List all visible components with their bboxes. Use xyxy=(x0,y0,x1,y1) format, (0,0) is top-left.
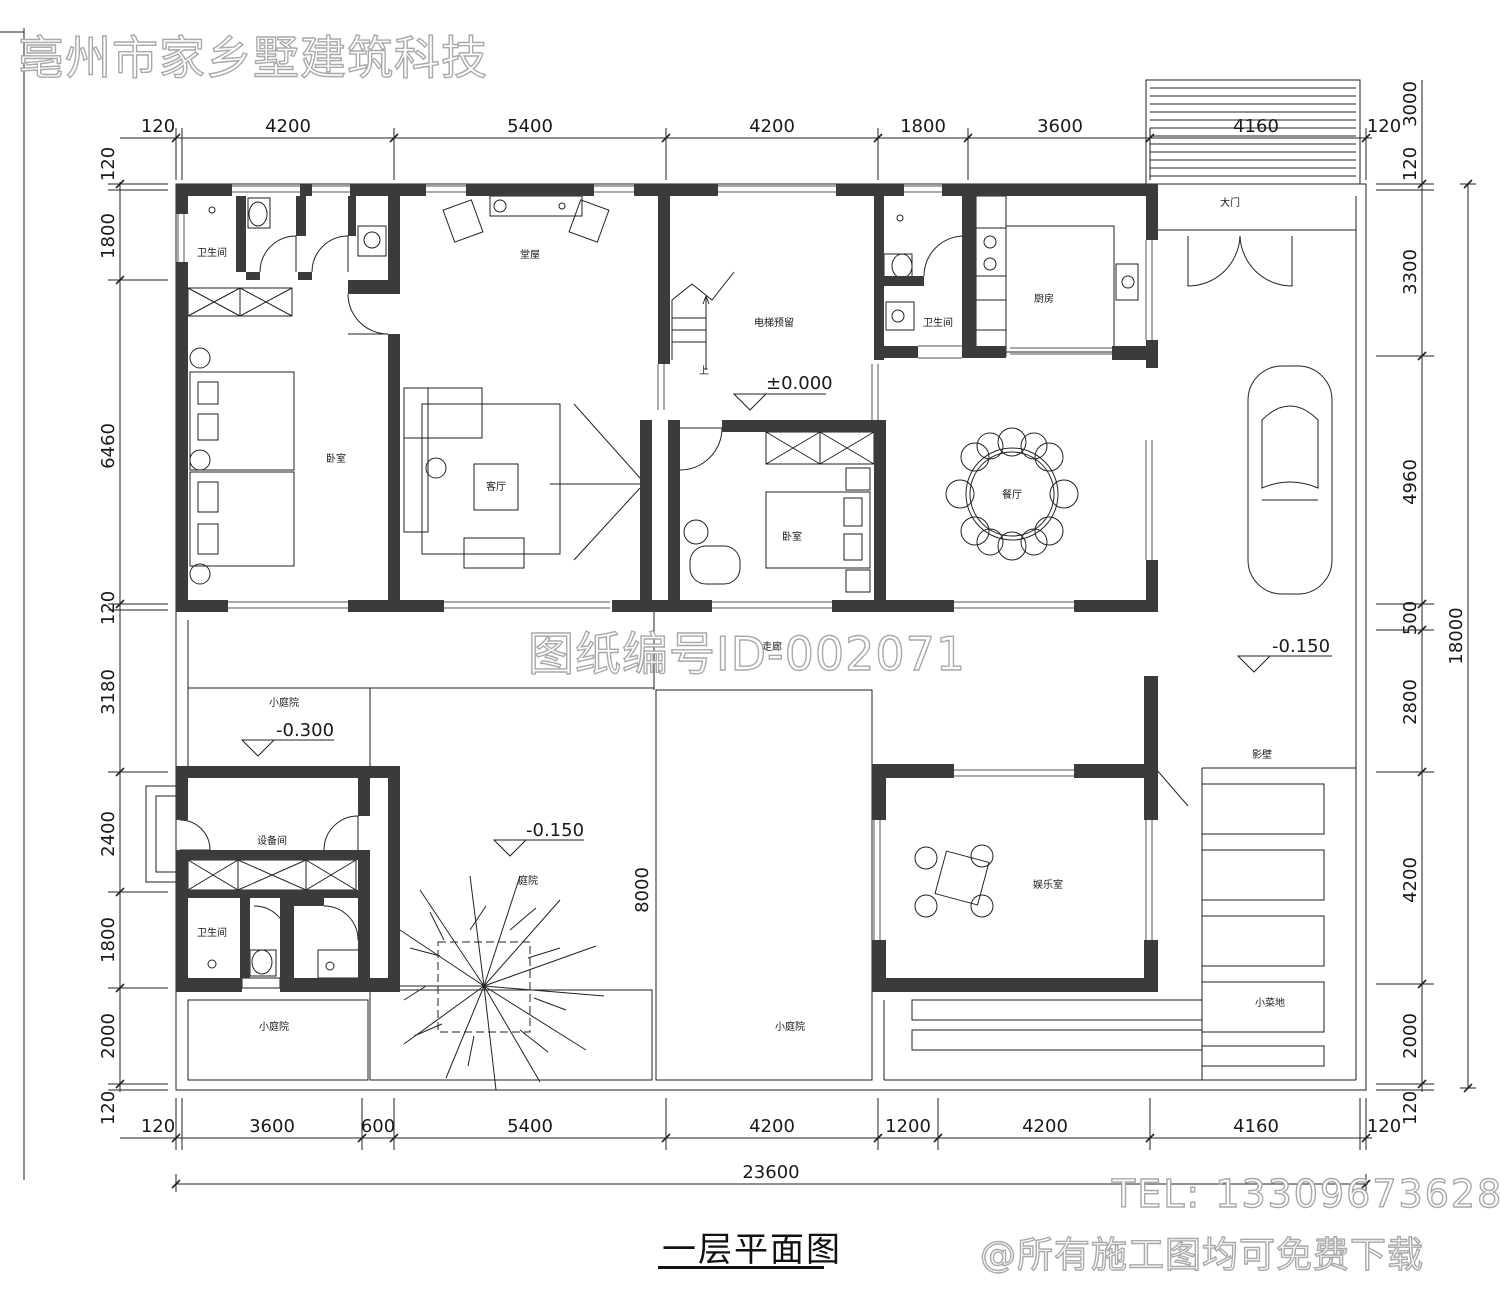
dimension-lines xyxy=(0,28,1476,1192)
level-courtyard: -0.150 xyxy=(526,820,584,841)
dim-top-0: 120 xyxy=(141,116,175,137)
left-dimensions: 120 1800 6460 120 3180 2400 1800 2000 12… xyxy=(98,147,119,1125)
dim-right-1: 120 xyxy=(1400,147,1421,181)
stair-up-label: 上 xyxy=(699,365,709,377)
site-outline xyxy=(145,183,1367,1091)
top-dimensions: 120 4200 5400 4200 1800 3600 4160 120 xyxy=(141,116,1401,137)
drawing-id-watermark: 图纸编号ID-002071 xyxy=(527,626,967,681)
room-bath-sw: 卫生间 xyxy=(197,926,227,939)
dim-bottom-4: 4200 xyxy=(749,1116,795,1137)
dim-top-5: 3600 xyxy=(1037,116,1083,137)
dim-top-1: 4200 xyxy=(265,116,311,137)
room-screen-wall: 影壁 xyxy=(1252,748,1272,761)
entrance-steps xyxy=(1145,79,1361,185)
dim-top-6: 4160 xyxy=(1233,116,1279,137)
room-gate: 大门 xyxy=(1220,196,1240,209)
room-bath-center: 卫生间 xyxy=(923,316,953,329)
dim-right-0: 3000 xyxy=(1400,81,1421,127)
room-hall: 堂屋 xyxy=(520,249,540,261)
dim-bottom-7: 4160 xyxy=(1233,1116,1279,1137)
room-small-yard-1: 小庭院 xyxy=(269,696,299,709)
dim-left-8: 120 xyxy=(98,1091,119,1125)
dim-left-3: 120 xyxy=(98,591,119,625)
dim-left-0: 120 xyxy=(98,147,119,181)
courtyard-tree xyxy=(398,875,605,1091)
dim-bottom-1: 3600 xyxy=(249,1116,295,1137)
dim-courtyard-depth: 8000 xyxy=(632,867,653,913)
title-underline xyxy=(658,1266,824,1269)
room-elevator: 电梯预留 xyxy=(754,316,794,329)
dim-right-6: 4200 xyxy=(1400,857,1421,903)
bottom-dimensions: 120 3600 600 5400 4200 1200 4200 4160 12… xyxy=(141,1116,1401,1183)
level-markers xyxy=(240,393,1332,857)
windows xyxy=(177,185,1153,940)
furniture xyxy=(187,195,1333,989)
dim-bottom-8: 120 xyxy=(1367,1116,1401,1137)
dim-left-5: 2400 xyxy=(98,811,119,857)
dim-bottom-3: 5400 xyxy=(507,1116,553,1137)
dim-total-width: 23600 xyxy=(742,1162,799,1183)
dim-left-1: 1800 xyxy=(98,213,119,259)
dim-right-2: 3300 xyxy=(1400,249,1421,295)
dim-top-4: 1800 xyxy=(900,116,946,137)
level-texts: ±0.000 -0.150 -0.300 -0.150 xyxy=(276,373,1330,841)
room-equipment: 设备间 xyxy=(257,834,287,847)
room-corridor: 走廊 xyxy=(762,640,782,653)
dim-bottom-6: 4200 xyxy=(1022,1116,1068,1137)
dim-right-4: 500 xyxy=(1400,601,1421,635)
dim-right-3: 4960 xyxy=(1400,459,1421,505)
drawing-title: 一层平面图 xyxy=(662,1230,842,1270)
room-bedroom-w: 卧室 xyxy=(326,452,346,465)
dim-right-8: 120 xyxy=(1400,1091,1421,1125)
room-courtyard: 庭院 xyxy=(518,874,538,887)
dim-left-2: 6460 xyxy=(98,423,119,469)
room-labels: 卫生间 堂屋 电梯预留 卫生间 厨房 大门 卧室 客厅 卧室 餐厅 走廊 小庭院… xyxy=(197,196,1285,1033)
room-small-yard-3: 小庭院 xyxy=(775,1020,805,1033)
dim-right-5: 2800 xyxy=(1400,679,1421,725)
company-watermark: 亳州市家乡墅建筑科技 xyxy=(17,30,488,85)
level-main: ±0.000 xyxy=(766,373,833,394)
dim-right-7: 2000 xyxy=(1400,1013,1421,1059)
dim-bottom-5: 1200 xyxy=(885,1116,931,1137)
dim-top-3: 4200 xyxy=(749,116,795,137)
room-living: 客厅 xyxy=(486,480,506,493)
room-bedroom-c: 卧室 xyxy=(782,530,802,543)
room-recreation: 娱乐室 xyxy=(1033,878,1063,891)
dim-top-2: 5400 xyxy=(507,116,553,137)
dim-left-7: 2000 xyxy=(98,1013,119,1059)
room-small-yard-2: 小庭院 xyxy=(259,1020,289,1033)
level-garage: -0.150 xyxy=(1272,636,1330,657)
dim-total-height: 18000 xyxy=(1446,607,1467,664)
door-swings xyxy=(179,235,965,941)
dim-bottom-2: 600 xyxy=(361,1116,395,1137)
dim-left-4: 3180 xyxy=(98,669,119,715)
free-download-watermark: @所有施工图均可免费下载 xyxy=(979,1234,1425,1276)
vegetable-garden-strips xyxy=(911,783,1325,1067)
room-vegetable: 小菜地 xyxy=(1255,996,1285,1009)
dim-left-6: 1800 xyxy=(98,917,119,963)
walls xyxy=(176,184,1158,992)
room-kitchen: 厨房 xyxy=(1034,292,1054,305)
dim-bottom-0: 120 xyxy=(141,1116,175,1137)
level-yard-small: -0.300 xyxy=(276,720,334,741)
right-dimensions: 3000 120 3300 4960 500 2800 4200 2000 12… xyxy=(1400,81,1467,1125)
tel-watermark: TEL: 13309673628 xyxy=(1111,1171,1500,1216)
room-dining: 餐厅 xyxy=(1002,488,1022,501)
dim-top-7: 120 xyxy=(1367,116,1401,137)
room-bath-nw: 卫生间 xyxy=(197,246,227,259)
